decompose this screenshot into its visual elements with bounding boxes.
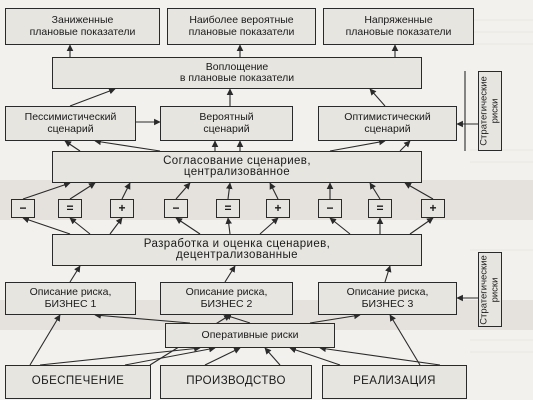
connector-arrow — [175, 182, 191, 200]
target-stressed-label: Напряженные плановые показатели — [345, 14, 452, 38]
connector-arrow — [69, 265, 81, 283]
connector-arrow — [69, 88, 116, 107]
embodiment-label: Воплощение в плановые показатели — [179, 60, 295, 84]
connector-arrow — [124, 345, 216, 366]
strategic-risks-sidebox-bottom: Стратегические риски — [478, 252, 502, 327]
connector-arrow — [175, 217, 201, 235]
connector-arrow — [259, 217, 279, 235]
connector-arrow — [64, 140, 81, 152]
connector-arrow — [121, 182, 131, 200]
function-sales-label: РЕАЛИЗАЦИЯ — [353, 375, 436, 388]
function-supply-label: ОБЕСПЕЧЕНИЕ — [31, 375, 125, 388]
sign-3: + — [118, 200, 126, 215]
connector-arrow — [384, 265, 392, 283]
risk-description-box-3: Описание риска, БИЗНЕС 3 — [318, 282, 457, 315]
connector-arrow — [204, 347, 241, 366]
connector-arrow — [399, 140, 411, 152]
target-box-stressed: Напряженные плановые показатели — [323, 8, 474, 45]
connector-arrow — [369, 88, 386, 107]
connector-arrow — [369, 182, 381, 200]
strategic-risks-sidebox-top: Стратегические риски — [478, 71, 502, 151]
strategic-risks-label-bottom: Стратегические риски — [478, 254, 501, 325]
scenario-probable-label: Вероятный сценарий — [199, 111, 254, 135]
sign-2: = — [66, 200, 74, 215]
connector-arrow — [264, 347, 281, 366]
connector-arrow — [409, 217, 434, 235]
connector-arrow — [22, 216, 71, 235]
target-box-low: Заниженные плановые показатели — [5, 8, 160, 45]
sign-box-1: − — [11, 199, 35, 218]
sign-box-5: = — [216, 199, 240, 218]
risk-description-label-2: Описание риска, БИЗНЕС 2 — [185, 286, 268, 310]
decentralized-development-label: Разработка и оценка сценариев, децентрал… — [143, 237, 331, 261]
embodiment-box: Воплощение в плановые показатели — [52, 57, 422, 89]
connector-arrow — [329, 217, 351, 235]
scenario-box-pessimistic: Пессимистический сценарий — [5, 106, 136, 141]
sign-box-8: = — [368, 199, 392, 218]
strategic-risks-label-top: Стратегические риски — [478, 76, 501, 146]
sign-1: − — [19, 200, 27, 215]
connector-arrow — [94, 312, 191, 324]
scenario-optimistic-label: Оптимистический сценарий — [344, 111, 431, 135]
operational-risks-label: Оперативные риски — [201, 328, 299, 341]
connector-arrow — [389, 314, 421, 366]
connector-arrow — [109, 217, 123, 235]
sign-4: − — [172, 200, 180, 215]
centralized-coordination-box: Согласование сценариев, централизованное — [52, 151, 422, 183]
function-box-production: ПРОИЗВОДСТВО — [160, 365, 312, 399]
sign-9: + — [429, 200, 437, 215]
connector-arrow — [94, 138, 161, 152]
target-box-probable: Наиболее вероятные плановые показатели — [167, 8, 316, 45]
function-box-supply: ОБЕСПЕЧЕНИЕ — [5, 365, 151, 399]
sign-box-2: = — [58, 199, 82, 218]
connector-arrow — [319, 345, 441, 366]
risk-description-box-1: Описание риска, БИЗНЕС 1 — [5, 282, 136, 315]
decentralized-development-box: Разработка и оценка сценариев, децентрал… — [52, 234, 422, 266]
sign-box-7: − — [318, 199, 342, 218]
connector-arrow — [269, 182, 279, 200]
function-production-label: ПРОИЗВОДСТВО — [186, 375, 286, 388]
risk-description-label-1: Описание риска, БИЗНЕС 1 — [29, 286, 112, 310]
sign-box-4: − — [164, 199, 188, 218]
target-low-label: Заниженные плановые показатели — [29, 14, 136, 38]
connector-arrow — [69, 217, 91, 235]
sign-box-6: + — [266, 199, 290, 218]
connector-arrow — [22, 181, 71, 200]
risk-description-label-3: Описание риска, БИЗНЕС 3 — [346, 286, 429, 310]
operational-risks-box: Оперативные риски — [165, 323, 335, 348]
connector-arrow — [329, 138, 386, 152]
risk-description-box-2: Описание риска, БИЗНЕС 2 — [160, 282, 293, 315]
sign-5: = — [224, 200, 232, 215]
connector-arrow — [69, 182, 96, 200]
connector-arrow — [404, 182, 434, 200]
sign-box-3: + — [110, 199, 134, 218]
scenario-box-probable: Вероятный сценарий — [160, 106, 293, 141]
sign-8: = — [376, 200, 384, 215]
connector-arrow — [29, 314, 61, 366]
connector-arrow — [225, 182, 233, 200]
connector-arrow — [225, 217, 233, 235]
sign-7: − — [326, 200, 334, 215]
target-probable-label: Наиболее вероятные плановые показатели — [188, 14, 295, 38]
centralized-coordination-label: Согласование сценариев, централизованное — [163, 154, 311, 178]
function-box-sales: РЕАЛИЗАЦИЯ — [322, 365, 467, 399]
connector-arrow — [224, 265, 236, 283]
connector-arrow — [309, 312, 361, 324]
scenario-pessimistic-label: Пессимистический сценарий — [24, 111, 117, 135]
connector-arrow — [39, 345, 201, 366]
sign-box-9: + — [421, 199, 445, 218]
connector-arrow — [224, 313, 251, 324]
sign-6: + — [274, 200, 282, 215]
connector-arrow — [289, 346, 341, 366]
scenario-box-optimistic: Оптимистический сценарий — [318, 106, 457, 141]
